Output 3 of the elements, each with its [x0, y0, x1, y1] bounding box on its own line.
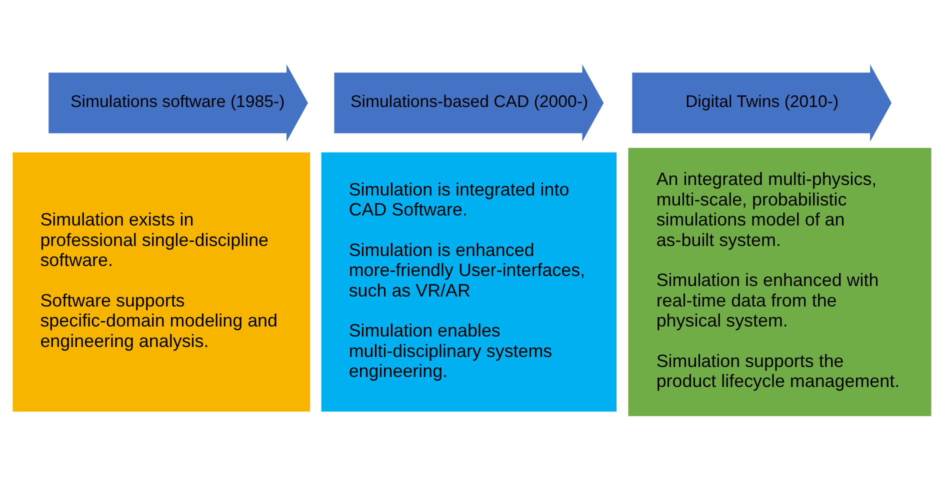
node-box: Simulation is integrated into CAD Software. Simulation is enhanced more-friendly User-interfaces, such as VR/AR Simulation enables multi-disciplinary systems engineering.: [321, 152, 616, 412]
node-box: An integrated multi-physics, multi-scale, probabilistic simulations model of an as-built system. Simulation is enhanced with real-time data from the physical system. Simulation supports the product lifecycle management.: [628, 147, 932, 416]
node-box: Simulation exists in professional single-discipline software. Software supports specific-domain modeling and engineering analysis.: [12, 152, 310, 412]
